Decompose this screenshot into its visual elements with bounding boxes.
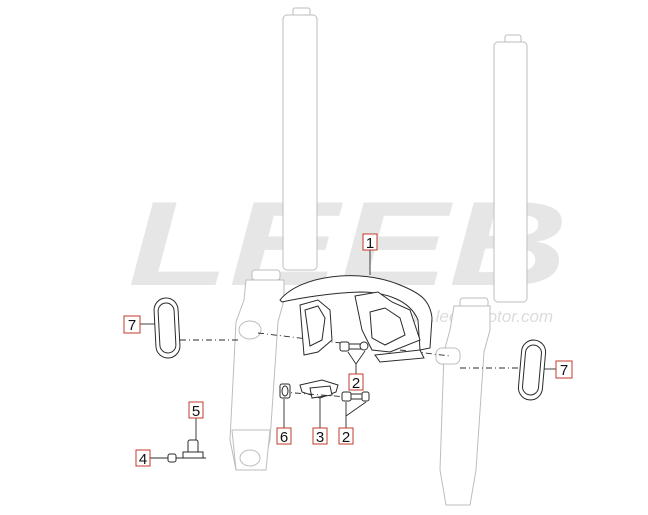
reflector-right-part	[460, 339, 547, 401]
bolt-upper-assembly	[339, 341, 369, 352]
callout-bolt-lower: 2	[338, 427, 354, 446]
callout-bracket-label: 3	[316, 429, 324, 446]
callout-reflector-left: 7	[123, 315, 141, 334]
front-fender	[279, 275, 433, 363]
bolt-lower-assembly	[341, 391, 370, 402]
callout-bracket: 3	[312, 427, 328, 446]
clip-part	[182, 439, 204, 459]
callout-screw-label: 4	[139, 451, 147, 468]
nut-part	[279, 383, 291, 399]
callout-reflector-right: 7	[555, 360, 573, 379]
right-fork-leg	[435, 34, 528, 506]
reflector-left-part	[153, 297, 238, 359]
callout-screw: 4	[135, 449, 151, 468]
callout-bolt-upper-label: 2	[352, 375, 360, 392]
leader-lines	[140, 250, 556, 459]
callout-bolt-lower-label: 2	[342, 429, 350, 446]
callout-clip: 5	[188, 401, 204, 420]
callout-fender-label: 1	[366, 235, 374, 252]
callout-reflector-left-label: 7	[128, 317, 136, 334]
callout-nut: 6	[276, 427, 292, 446]
callout-bolt-upper: 2	[348, 373, 364, 392]
callout-fender: 1	[362, 233, 378, 252]
callout-reflector-right-label: 7	[560, 362, 568, 379]
callout-clip-label: 5	[192, 403, 200, 420]
callout-nut-label: 6	[280, 429, 288, 446]
screw-part	[167, 453, 206, 463]
left-fork-leg	[229, 7, 318, 471]
